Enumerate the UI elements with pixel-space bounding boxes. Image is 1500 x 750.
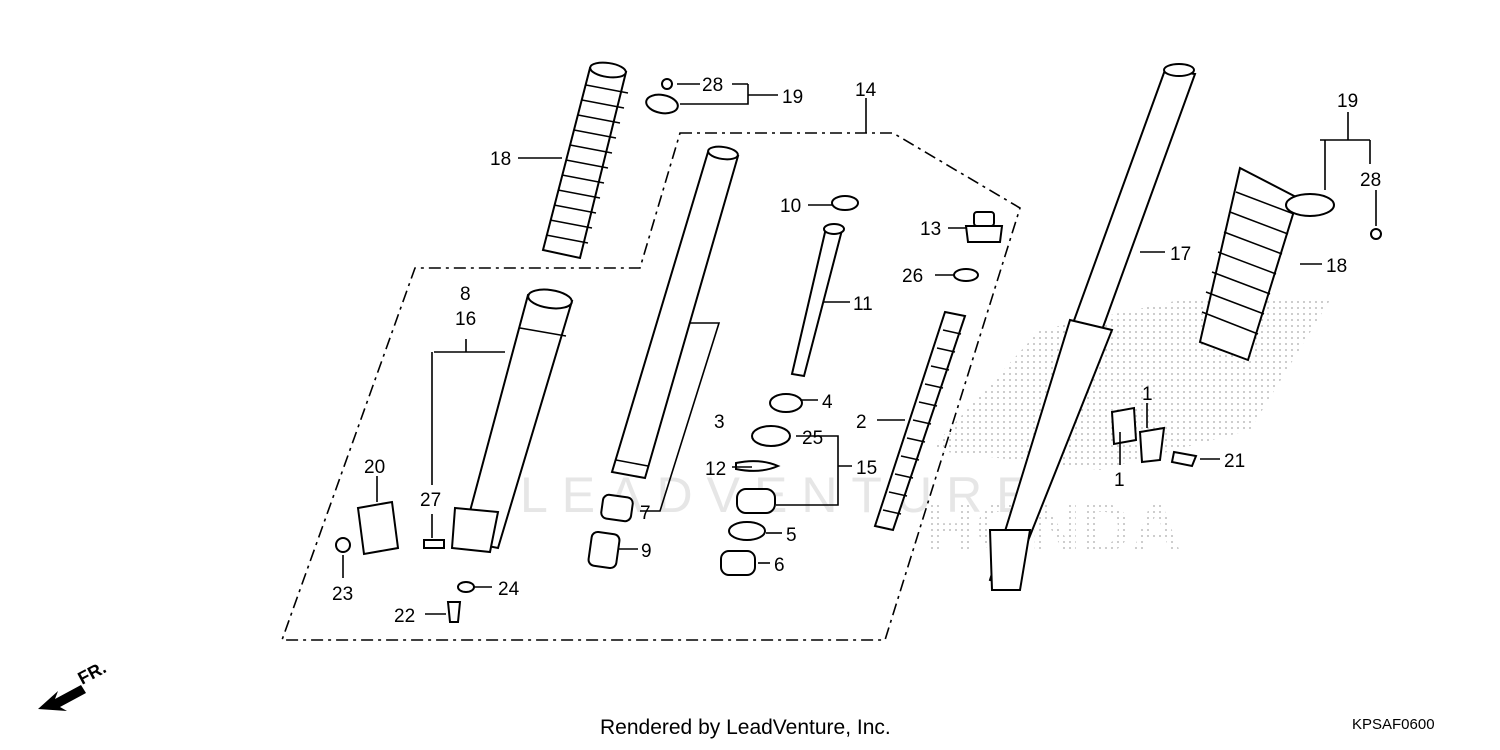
fork-boot-left — [541, 61, 629, 260]
o-ring — [953, 268, 979, 282]
back-up-ring — [736, 488, 776, 514]
callout-16: 16 — [455, 309, 476, 330]
svg-text:HONDA: HONDA — [925, 489, 1182, 567]
axle-holder — [356, 500, 400, 556]
callout-23: 23 — [332, 584, 353, 605]
callout-15: 15 — [856, 458, 877, 479]
fork-piston — [790, 223, 845, 378]
fork-spring — [873, 310, 967, 532]
callout-4: 4 — [822, 392, 833, 413]
fork-cap-bolt — [964, 211, 1004, 243]
callout-7: 7 — [640, 503, 651, 524]
front-direction-indicator: FR. — [36, 655, 136, 720]
callout-12: 12 — [705, 459, 726, 480]
leadventure-watermark: LEADVENTURE — [520, 467, 1044, 523]
front-arrow-icon: FR. — [38, 657, 109, 711]
callout-19-right: 19 — [1337, 91, 1358, 112]
callout-13: 13 — [920, 219, 941, 240]
callout-18-left: 18 — [490, 149, 511, 170]
dust-seal — [720, 550, 756, 576]
fork-boot-right — [1198, 166, 1300, 362]
callout-11: 11 — [853, 294, 873, 315]
callout-1-lower: 1 — [1114, 470, 1125, 491]
diagram-code: KPSAF0600 — [1352, 716, 1435, 733]
flange-bolt — [1170, 450, 1198, 468]
callout-8: 8 — [460, 284, 471, 305]
callout-26: 26 — [902, 266, 923, 287]
callout-19-top: 19 — [782, 87, 803, 108]
stud-bolt — [423, 539, 445, 549]
sealing-washer — [457, 581, 475, 593]
callout-27: 27 — [420, 490, 441, 511]
oil-lock-piece — [769, 393, 803, 413]
callout-10: 10 — [780, 196, 801, 217]
leader-lines — [342, 83, 1377, 615]
guide-bushing — [587, 530, 621, 570]
callout-21: 21 — [1224, 451, 1245, 472]
socket-bolt — [446, 601, 462, 623]
callout-22: 22 — [394, 606, 415, 627]
callouts: 18 28 19 14 10 13 26 11 4 2 3 25 15 12 7… — [332, 75, 1381, 627]
callout-24: 24 — [498, 579, 520, 600]
boot-guide — [1110, 406, 1166, 464]
callout-9: 9 — [641, 541, 652, 562]
callout-6: 6 — [774, 555, 785, 576]
band-clamp-right — [1285, 193, 1382, 240]
callout-14: 14 — [855, 80, 877, 101]
piston-ring — [831, 195, 859, 211]
callout-1-upper: 1 — [1142, 384, 1153, 405]
fr-label: FR. — [74, 657, 109, 688]
callout-28-right: 28 — [1360, 170, 1381, 191]
fork-bottom-case-left — [450, 288, 574, 554]
dust-seal-washer — [728, 521, 766, 541]
callout-3: 3 — [714, 412, 725, 433]
fork-assembly-right — [988, 63, 1197, 591]
callout-2: 2 — [856, 412, 867, 433]
axle-holder-nut — [335, 537, 351, 553]
render-credit: Rendered by LeadVenture, Inc. — [600, 716, 891, 739]
oil-seal — [751, 425, 791, 447]
callout-17: 17 — [1170, 244, 1191, 265]
band-clamp-top — [645, 78, 679, 115]
callout-20: 20 — [364, 457, 385, 478]
set-ring — [735, 460, 781, 472]
inner-tube — [610, 145, 740, 480]
callout-5: 5 — [786, 525, 797, 546]
callout-28-top: 28 — [702, 75, 723, 96]
callout-25: 25 — [802, 428, 823, 449]
callout-18-right: 18 — [1326, 256, 1347, 277]
slide-bushing — [600, 493, 634, 523]
